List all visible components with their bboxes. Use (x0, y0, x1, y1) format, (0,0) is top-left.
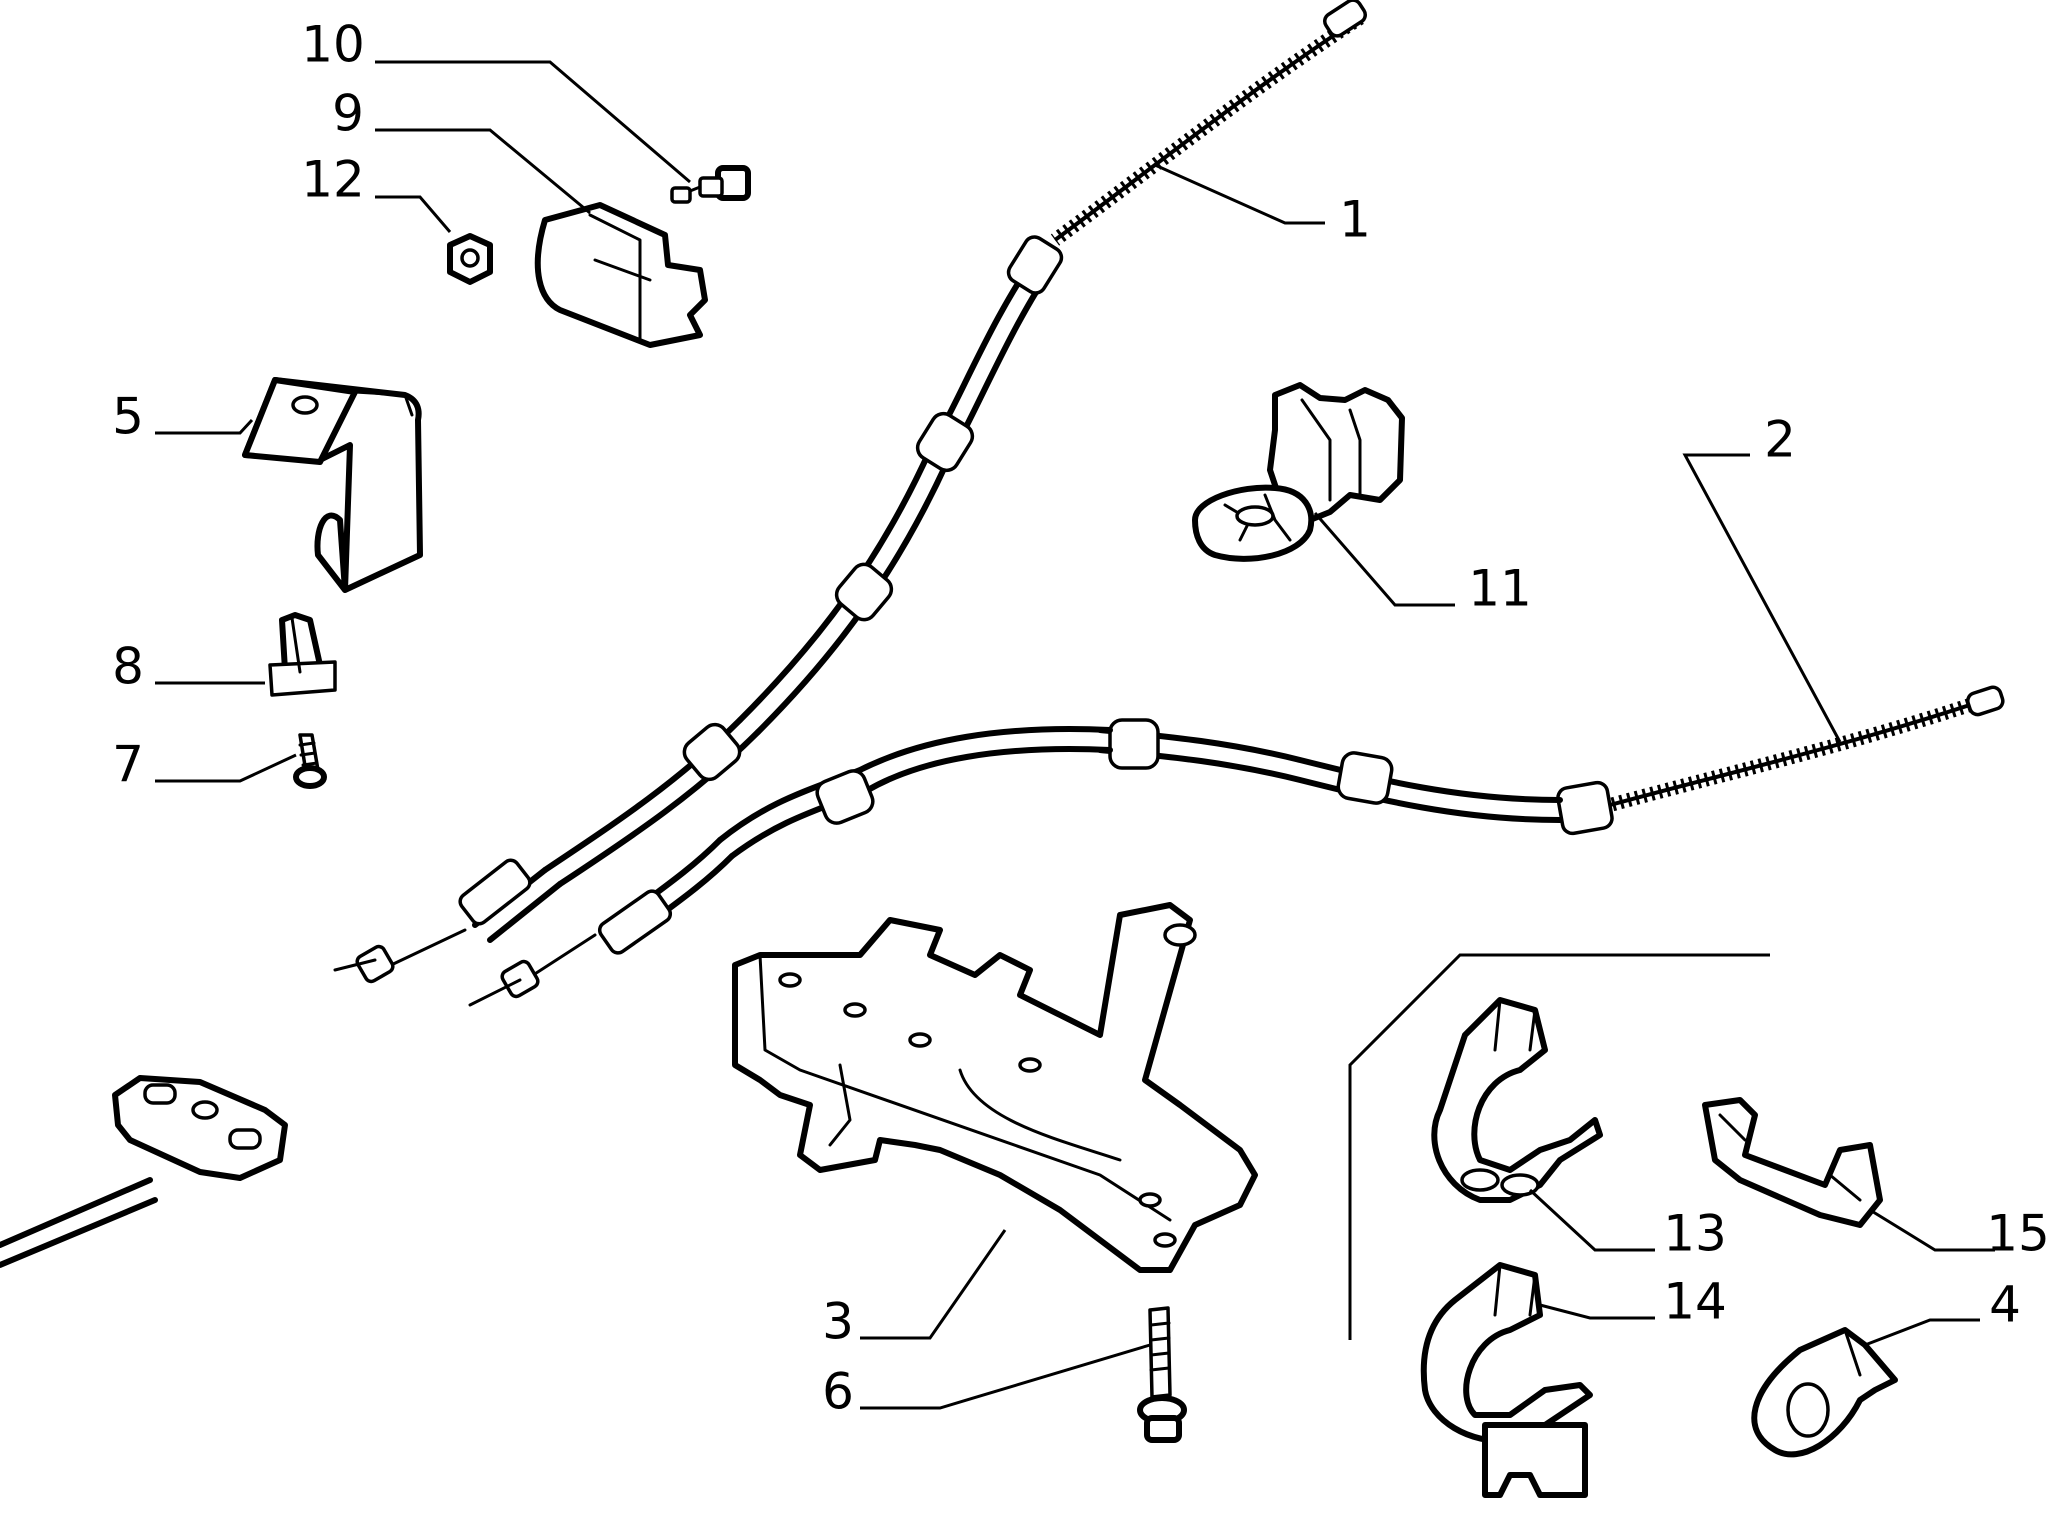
part-5-bracket (242, 377, 423, 593)
part-9-cable-cover (534, 202, 708, 348)
callout-6: 6 (822, 1363, 854, 1421)
leader-7 (155, 753, 297, 783)
part-2-brake-cable-lower (468, 685, 2005, 1007)
leader-2 (1682, 453, 1842, 743)
leader-12 (375, 195, 452, 233)
callout-4: 4 (1989, 1276, 2021, 1334)
callout-13: 13 (1663, 1205, 1727, 1263)
callout-2: 2 (1764, 411, 1796, 469)
part-11-clip (1192, 382, 1405, 562)
callout-1: 1 (1339, 191, 1371, 249)
part-14-clamp-clip (1420, 1262, 1593, 1498)
group-divider-line (1348, 953, 1770, 1340)
part-10-bolt (670, 165, 751, 204)
callout-8: 8 (112, 638, 144, 696)
leader-13 (1528, 1188, 1655, 1252)
leader-lines (155, 60, 1995, 1410)
callout-12: 12 (301, 151, 365, 209)
part-3-central-bracket (732, 902, 1258, 1273)
part-7-screw (293, 733, 327, 789)
callout-15: 15 (1986, 1205, 2047, 1263)
cable-end-block (0, 1075, 288, 1268)
part-13-clamp-clip (1431, 997, 1603, 1203)
leader-4 (1864, 1318, 1980, 1347)
callout-14: 14 (1663, 1273, 1727, 1331)
part-12-nut (447, 233, 493, 285)
callout-3: 3 (822, 1293, 854, 1351)
part-8-grommet (268, 612, 337, 697)
leader-11 (1313, 512, 1455, 607)
leader-14 (1539, 1303, 1655, 1320)
callout-9: 9 (332, 85, 364, 143)
part-6-long-bolt (1137, 1306, 1187, 1443)
part-1-brake-cable-upper (333, 0, 1367, 984)
callout-5: 5 (112, 388, 144, 446)
callout-7: 7 (112, 736, 144, 794)
leader-3 (860, 1229, 1007, 1340)
part-4-loop-clip (1751, 1327, 1898, 1458)
leader-6 (860, 1343, 1151, 1410)
callout-10: 10 (301, 16, 365, 74)
part-15-slide-clip (1702, 1097, 1883, 1228)
leader-5 (155, 418, 254, 435)
leader-10 (375, 60, 691, 184)
leader-15 (1869, 1208, 1995, 1252)
callout-11: 11 (1468, 560, 1532, 618)
leader-9 (375, 128, 591, 215)
leader-1 (1154, 163, 1325, 225)
callout-labels: 1 2 3 4 5 6 7 8 9 10 11 12 13 14 15 (112, 16, 2047, 1421)
